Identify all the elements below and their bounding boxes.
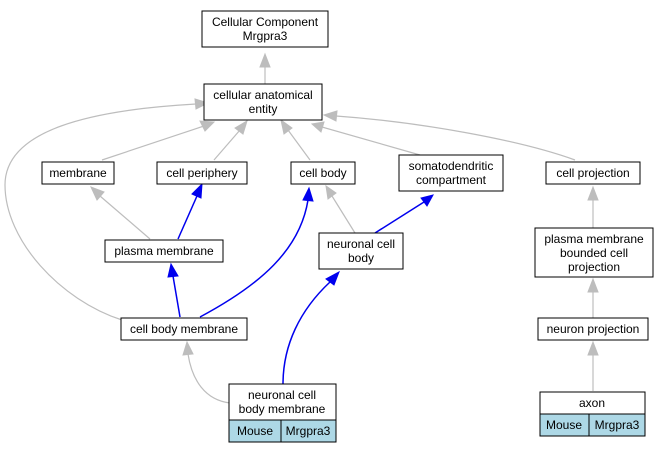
node-label-line1: neuronal cell (327, 237, 395, 251)
node-label-line2: body (348, 251, 374, 265)
node-neuronal-cell-body-membrane[interactable]: neuronal cell body membrane Mouse Mrgpra… (228, 383, 337, 443)
annotation-tag: Mouse Mrgpra3 (228, 419, 337, 443)
node-cellular-component[interactable]: Cellular Component Mrgpra3 (201, 10, 329, 48)
tag-gene: Mrgpra3 (286, 424, 331, 438)
edge-cellbodymembrane-to-cae (4, 98, 210, 321)
node-somatodendritic-compartment[interactable]: somatodendritic compartment (398, 154, 504, 192)
edge-cae-to-root (259, 52, 271, 84)
node-label: membrane (49, 166, 107, 180)
node-label-line2: bounded cell (560, 246, 628, 260)
node-cellular-anatomical-entity[interactable]: cellular anatomical entity (203, 83, 323, 121)
node-label: axon (579, 396, 605, 410)
node-plasma-membrane[interactable]: plasma membrane (104, 239, 224, 263)
node-neuron-projection[interactable]: neuron projection (537, 317, 649, 341)
node-label-line1: cellular anatomical (213, 88, 312, 102)
node-axon[interactable]: axon Mouse Mrgpra3 (539, 391, 646, 437)
node-cell-body-membrane[interactable]: cell body membrane (120, 317, 248, 341)
edge-cellprojection-to-cae (322, 110, 576, 161)
node-label-line2: entity (249, 102, 278, 116)
edge-plasmamembrane-to-membrane (90, 186, 151, 240)
edge-cbm-to-cellbody (199, 186, 314, 318)
node-neuronal-cell-body[interactable]: neuronal cell body (318, 232, 404, 270)
edge-ncb-to-somatodendritic (374, 194, 434, 234)
node-label: cell body membrane (130, 322, 238, 336)
edge-ncbm-to-cbm (182, 340, 231, 404)
edge-membrane-to-cae (101, 120, 216, 161)
node-membrane[interactable]: membrane (41, 161, 115, 185)
edge-cellbody-to-cae (280, 118, 311, 161)
node-cell-body[interactable]: cell body (290, 161, 356, 185)
node-label: cell projection (556, 166, 629, 180)
edge-somatodendritic-to-cae (310, 121, 421, 156)
tag-gene: Mrgpra3 (595, 418, 640, 432)
node-cell-periphery[interactable]: cell periphery (156, 161, 248, 185)
edge-cbm-to-plasmamembrane (167, 262, 181, 318)
node-label-line3: projection (568, 260, 620, 274)
node-label: cell body (299, 166, 346, 180)
node-label: plasma membrane (114, 244, 214, 258)
edge-cellperiphery-to-cae (213, 119, 248, 161)
node-label-line2: Mrgpra3 (243, 29, 288, 43)
node-label-line2: compartment (416, 173, 487, 187)
node-label-line1: neuronal cell (248, 388, 316, 402)
edge-ncbm-to-ncb (282, 270, 340, 385)
edge-axon-to-neuronprojection (587, 340, 599, 391)
tag-species: Mouse (546, 418, 582, 432)
edge-plasmamembrane-to-cellperiphery (177, 182, 203, 240)
node-label: neuron projection (547, 322, 640, 336)
edge-ncb-to-cellbody (325, 184, 356, 234)
node-plasma-membrane-bounded-cell-projection[interactable]: plasma membrane bounded cell projection (534, 227, 654, 278)
edge-pmbcp-to-cellprojection (587, 185, 599, 228)
annotation-tag: Mouse Mrgpra3 (539, 413, 646, 437)
node-label-line1: plasma membrane (544, 232, 644, 246)
node-label-line1: somatodendritic (409, 159, 494, 173)
node-label: cell periphery (166, 166, 237, 180)
edge-neuronprojection-to-pmbcp (587, 277, 599, 318)
tag-species: Mouse (237, 424, 273, 438)
node-cell-projection[interactable]: cell projection (545, 161, 641, 185)
node-label-line1: Cellular Component (212, 15, 319, 29)
node-label-line2: body membrane (239, 402, 326, 416)
